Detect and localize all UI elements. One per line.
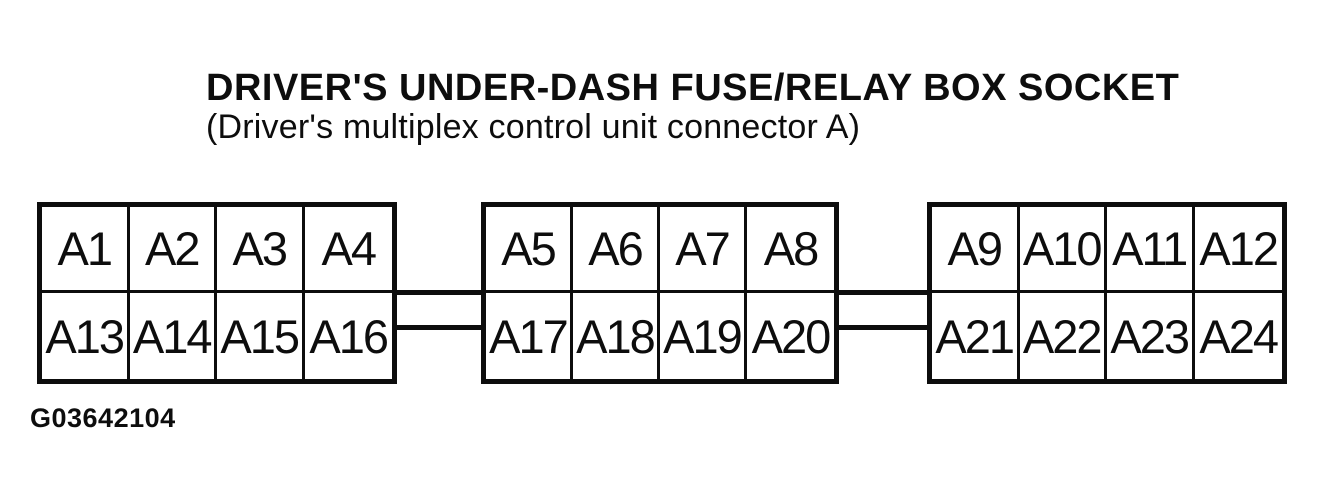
link-bar [835, 290, 931, 295]
connector-block-left: A1 A2 A3 A4 A13 A14 A15 A16 [37, 202, 397, 384]
pin-cell-a16: A16 [309, 309, 389, 363]
pin-cell-a7: A7 [660, 207, 747, 293]
figure-code: G03642104 [30, 403, 176, 433]
pin-row: A1 A2 A3 A4 [42, 207, 392, 293]
pin-cell-a23: A23 [1107, 293, 1195, 379]
pin-cell-a17: A17 [486, 293, 573, 379]
pin-cell-a4: A4 [304, 207, 392, 293]
connector-block-middle: A5 A6 A7 A8 A17 A18 A19 A20 [481, 202, 839, 384]
pin-cell-a15: A15 [217, 293, 305, 379]
link-bar [835, 325, 931, 330]
diagram-heading: DRIVER'S UNDER-DASH FUSE/RELAY BOX SOCKE… [206, 68, 1179, 146]
diagram-title: DRIVER'S UNDER-DASH FUSE/RELAY BOX SOCKE… [206, 67, 1180, 109]
link-bar [393, 290, 485, 295]
pin-cell-a20: A20 [751, 309, 832, 363]
pin-row: A13 A14 A15 A16 [42, 293, 392, 379]
diagram-subtitle: (Driver's multiplex control unit connect… [206, 108, 861, 146]
pin-cell-a6: A6 [573, 207, 660, 293]
pin-cell-a10: A10 [1019, 207, 1107, 293]
pin-row: A21 A22 A23 A24 [932, 293, 1282, 379]
pin-cell-a5: A5 [486, 207, 573, 293]
pin-row: A9 A10 A11 A12 [932, 207, 1282, 293]
pin-cell-a1: A1 [42, 207, 130, 293]
pin-cell-a3: A3 [217, 207, 305, 293]
pin-cell-a22: A22 [1020, 293, 1107, 379]
connector-block-right: A9 A10 A11 A12 A21 A22 A23 A24 [927, 202, 1287, 384]
pin-cell-a18: A18 [573, 293, 660, 379]
pin-cell-a2: A2 [129, 207, 217, 293]
pin-cell-a24: A24 [1199, 309, 1279, 363]
link-bar [393, 325, 485, 330]
pin-row: A5 A6 A7 A8 [486, 207, 834, 293]
pin-cell-a12: A12 [1194, 207, 1282, 293]
pin-cell-a19: A19 [660, 293, 747, 379]
pin-cell-a14: A14 [130, 293, 217, 379]
pin-cell-a21: A21 [932, 293, 1020, 379]
pin-cell-a11: A11 [1107, 207, 1195, 293]
pin-cell-a9: A9 [932, 207, 1020, 293]
pin-cell-a13: A13 [42, 293, 130, 379]
pin-row: A17 A18 A19 A20 [486, 293, 834, 379]
pin-cell-a8: A8 [747, 207, 834, 293]
